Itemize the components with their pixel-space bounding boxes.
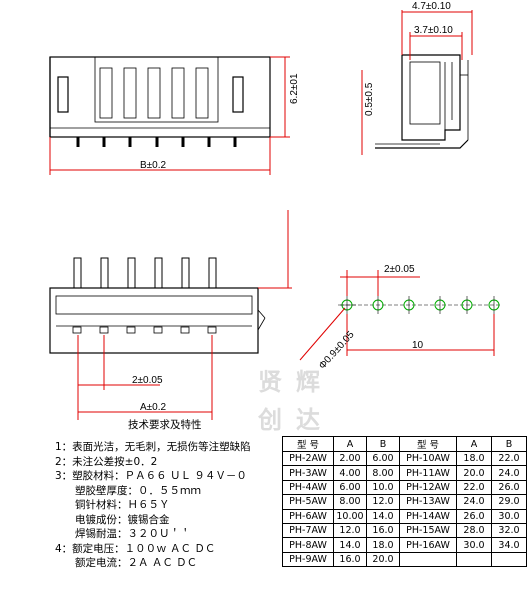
note-line: 2：未注公差按±0．2 [55, 455, 158, 468]
table-cell: PH-11AW [399, 465, 457, 481]
table-cell: 20.0 [456, 465, 492, 481]
table-cell: PH-4AW [282, 479, 334, 496]
table-cell: PH-7AW [282, 522, 334, 539]
table-cell: 6.00 [333, 479, 367, 496]
table-cell: 18.0 [366, 537, 400, 553]
spec-title: 技术要求及特性 [128, 419, 202, 431]
table-cell: 16.0 [333, 551, 367, 568]
table-cell: 24.0 [456, 494, 492, 510]
header-cell: A [456, 436, 492, 452]
table-cell: 22.0 [491, 450, 527, 467]
table-cell: PH-16AW [399, 537, 457, 553]
note-line: 电镀成份：镀锡合金 [75, 513, 170, 526]
bottom-view: 2±0.05 A±0.2 [49, 210, 292, 420]
note-line: 4：额定电压：１００ｗ ＡＣ ＤＣ [55, 542, 216, 555]
dim-pitch-bottom: 2±0.05 [132, 375, 163, 386]
header-cell: 型 号 [399, 436, 457, 452]
dim-span: 10 [412, 340, 424, 351]
table-cell: 24.0 [491, 465, 527, 481]
pcb-layout: 2±0.05 10 Φ0.9±0.05 [299, 264, 500, 372]
table-cell: PH-10AW [399, 450, 457, 467]
table-cell: 26.0 [456, 508, 492, 524]
note-line: 铜针材料：Ｈ６５Ｙ [75, 499, 170, 511]
table-cell: 10.0 [366, 479, 400, 496]
table-cell: PH-8AW [282, 537, 334, 553]
dim-height: 6.2±01 [289, 73, 300, 104]
table-cell: 8.00 [366, 465, 400, 481]
header-cell: A [333, 436, 367, 452]
table-cell: PH-14AW [399, 508, 457, 524]
watermark-char: 贤 [258, 368, 282, 396]
table-header-row: 型 号 A B 型 号 A B [282, 436, 527, 452]
watermark-char: 辉 [296, 368, 320, 396]
note-line: 额定电流：２Ａ ＡＣ ＤＣ [75, 557, 198, 569]
table-cell: 8.00 [333, 494, 367, 510]
table-cell [456, 551, 492, 568]
table-cell: 22.0 [456, 479, 492, 496]
table-cell: 16.0 [366, 522, 400, 539]
table-cell: 12.0 [366, 494, 400, 510]
table-cell: 12.0 [333, 522, 367, 539]
watermark-char: 创 [258, 406, 282, 434]
header-cell: 型 号 [282, 436, 334, 452]
table-cell: 4.00 [333, 465, 367, 481]
table-cell: 2.00 [333, 450, 367, 467]
table-cell: 30.0 [491, 508, 527, 524]
note-line: 3：塑胶材料：ＰＡ６６ ＵＬ ９４Ｖ－０ [55, 470, 247, 482]
table-cell: 10.00 [333, 508, 367, 524]
table-cell: PH-5AW [282, 494, 334, 510]
table-cell: 28.0 [456, 522, 492, 539]
table-cell: 18.0 [456, 450, 492, 467]
watermark-char: 达 [296, 406, 320, 434]
front-view: B±0.2 6.2±01 [49, 56, 300, 175]
note-line: 焊锡耐温：３２０Ｕ＇＇ [75, 528, 191, 540]
header-cell: B [491, 436, 527, 452]
table-cell: 14.0 [333, 537, 367, 553]
note-line: 1：表面光洁，无毛刺，无损伤等注塑缺陷 [55, 441, 251, 453]
table-cell: 6.00 [366, 450, 400, 467]
spec-notes: 1：表面光洁，无毛刺，无损伤等注塑缺陷 2：未注公差按±0．2 3：塑胶材料：Ｐ… [55, 440, 251, 571]
header-cell: B [366, 436, 400, 452]
table-cell: PH-9AW [282, 551, 334, 568]
table-cell: PH-6AW [282, 508, 334, 524]
table-cell: PH-2AW [282, 450, 334, 467]
table-cell: 29.0 [491, 494, 527, 510]
dim-pin-length: 0.5±0.5 [364, 82, 375, 116]
table-cell: 32.0 [491, 522, 527, 539]
table-cell: PH-12AW [399, 479, 457, 496]
dim-inner-width: 3.7±0.10 [414, 25, 453, 36]
table-cell: PH-13AW [399, 494, 457, 510]
table-cell: 26.0 [491, 479, 527, 496]
table-cell [399, 551, 457, 568]
table-cell: 30.0 [456, 537, 492, 553]
table-cell: 34.0 [491, 537, 527, 553]
side-view: 4.7±0.10 3.7±0.10 0.5±0.5 [361, 1, 473, 155]
table-cell: 20.0 [366, 551, 400, 568]
table-cell: PH-15AW [399, 522, 457, 539]
dim-top-width: 4.7±0.10 [412, 1, 451, 12]
table-cell [491, 551, 527, 568]
dim-pitch-top: 2±0.05 [384, 264, 415, 275]
note-line: 塑胶壁厚度：０．５５ｍｍ [75, 484, 201, 497]
table-cell: 14.0 [366, 508, 400, 524]
dim-a-length: A±0.2 [140, 402, 166, 413]
dim-body-length: B±0.2 [140, 160, 166, 171]
table-cell: PH-3AW [282, 465, 334, 481]
